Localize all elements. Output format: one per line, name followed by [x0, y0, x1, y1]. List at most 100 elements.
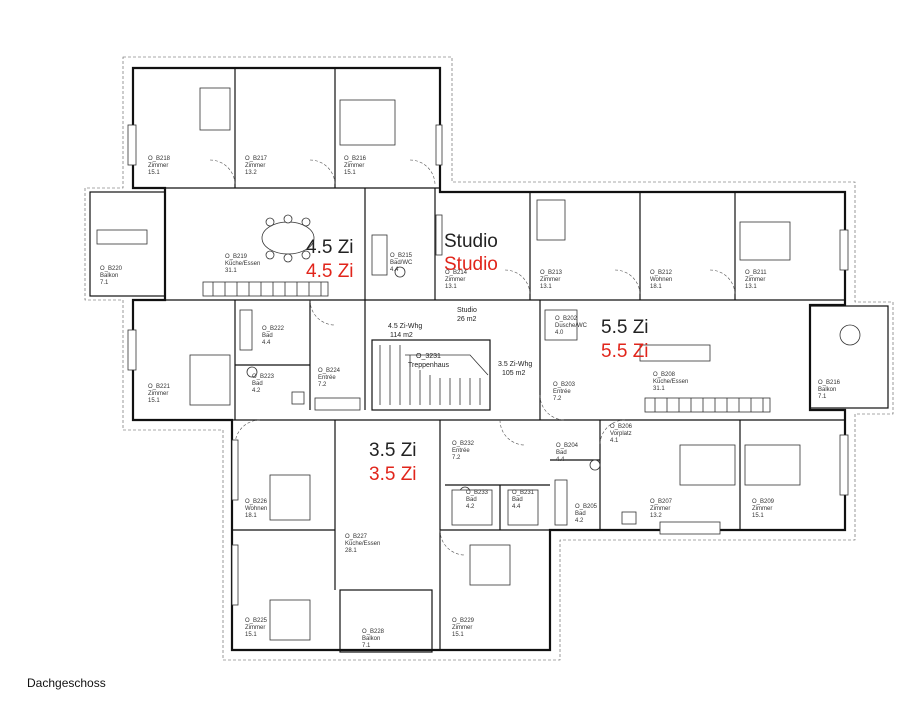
room-name: Küche/Essen — [225, 261, 260, 267]
room-code: O_B222 — [262, 326, 285, 332]
room-area: 13.1 — [540, 284, 552, 290]
room-code: O_B232 — [452, 441, 475, 447]
room-code: O_B204 — [556, 443, 579, 449]
room-area: 4.4 — [556, 457, 565, 463]
room-code: O_B203 — [553, 382, 576, 388]
room-name: Zimmer — [752, 506, 772, 512]
room-code: O_B224 — [318, 368, 341, 374]
room-area: 15.1 — [452, 632, 464, 638]
room-code: O_B213 — [540, 270, 563, 276]
room-code: O_B216 — [818, 380, 841, 386]
room-area: 7.1 — [818, 394, 827, 400]
room-code: O_B217 — [245, 156, 268, 162]
room-area: 7.1 — [362, 643, 371, 649]
unit-55-label: 5.5 Zi — [601, 317, 649, 338]
room-area: 4.1 — [610, 438, 619, 444]
room-area: 7.2 — [318, 382, 327, 388]
room-name: Wohnen — [245, 506, 267, 512]
unit-55-label-red: 5.5 Zi — [601, 341, 649, 362]
building-offset-line — [84, 56, 894, 661]
room-code: O_B205 — [575, 504, 598, 510]
room-labels: O_B218 Zimmer 15.1 O_B217 Zimmer 13.2 O_… — [100, 156, 841, 649]
room-area: 13.2 — [245, 170, 257, 176]
room-area: 4.0 — [555, 330, 564, 336]
room-name: Zimmer — [148, 391, 168, 397]
room-name: Entrée — [318, 375, 336, 381]
room-area: 31.1 — [653, 386, 665, 392]
room-code: O_B226 — [245, 499, 268, 505]
room-name: Zimmer — [540, 277, 560, 283]
room-code: O_B206 — [610, 424, 633, 430]
room-area: 13.1 — [745, 284, 757, 290]
room-name: Bad — [262, 333, 273, 339]
room-name: Bad — [252, 381, 263, 387]
room-name: Zimmer — [445, 277, 465, 283]
windows — [127, 124, 849, 606]
room-area: 18.1 — [245, 513, 257, 519]
room-area: 13.2 — [650, 513, 662, 519]
room-code: O_B223 — [252, 374, 275, 380]
room-code: O_B216 — [344, 156, 367, 162]
room-code: O_B219 — [225, 254, 248, 260]
room-code: O_B220 — [100, 266, 123, 272]
balcony-east — [809, 305, 889, 409]
room-code: O_B212 — [650, 270, 673, 276]
room-name: Zimmer — [452, 625, 472, 631]
room-area: 31.1 — [225, 268, 237, 274]
room-code: O_B228 — [362, 629, 385, 635]
room-code: O_B214 — [445, 270, 468, 276]
staircase — [371, 339, 491, 411]
room-code: O_B211 — [745, 270, 767, 276]
room-name: Zimmer — [745, 277, 765, 283]
room-name: Bad — [466, 497, 477, 503]
room-name: Entrée — [553, 389, 571, 395]
unit-45-area-m2: 114 m2 — [390, 332, 413, 339]
room-name: Zimmer — [148, 163, 168, 169]
kitchen-counters — [202, 281, 771, 535]
unit-35-label: 3.5 Zi — [369, 440, 417, 461]
room-name: Zimmer — [344, 163, 364, 169]
room-code: O_B202 — [555, 316, 578, 322]
room-name: Küche/Essen — [345, 541, 380, 547]
room-area: 7.1 — [100, 280, 109, 286]
room-area: 4.4 — [512, 504, 521, 510]
room-name: Zimmer — [245, 163, 265, 169]
unit-45-label-red: 4.5 Zi — [306, 261, 354, 282]
room-name: Entrée — [452, 448, 470, 454]
unit-45-area-label: 4.5 Zi-Whg — [388, 323, 422, 330]
room-area: 4.4 — [262, 340, 271, 346]
room-name: Bad — [556, 450, 567, 456]
room-name: Bad/WC — [390, 260, 413, 266]
room-code: O_B225 — [245, 618, 268, 624]
room-name: Balkon — [100, 273, 118, 279]
room-code: O_B218 — [148, 156, 171, 162]
room-area: 28.1 — [345, 548, 357, 554]
balcony-west — [89, 191, 166, 297]
room-name: Balkon — [818, 387, 836, 393]
unit-45-label: 4.5 Zi — [306, 237, 354, 258]
bathroom-fixtures — [239, 234, 637, 526]
room-name: Zimmer — [245, 625, 265, 631]
room-area: 4.4 — [390, 267, 399, 273]
studio-area-label: Studio — [457, 307, 477, 314]
room-area: 15.1 — [148, 170, 160, 176]
room-code: O_B208 — [653, 372, 676, 378]
room-code: O_B207 — [650, 499, 673, 505]
studio-area-m2: 26 m2 — [457, 316, 477, 323]
dining-tables — [96, 214, 861, 362]
room-name: Küche/Essen — [653, 379, 688, 385]
room-code: O_B229 — [452, 618, 475, 624]
room-area: 15.1 — [245, 632, 257, 638]
room-code: O_B209 — [752, 499, 775, 505]
unit-35-area-label: 3.5 Zi-Whg — [498, 361, 532, 368]
unit-35-label-red: 3.5 Zi — [369, 464, 417, 485]
room-code: O_B231 — [512, 490, 535, 496]
interior-walls — [133, 68, 845, 650]
room-area: 4.2 — [466, 504, 475, 510]
room-area: 4.2 — [252, 388, 261, 394]
room-name: Bad — [512, 497, 523, 503]
room-code: O_B227 — [345, 534, 368, 540]
room-code: O_B221 — [148, 384, 171, 390]
room-area: 7.2 — [553, 396, 562, 402]
